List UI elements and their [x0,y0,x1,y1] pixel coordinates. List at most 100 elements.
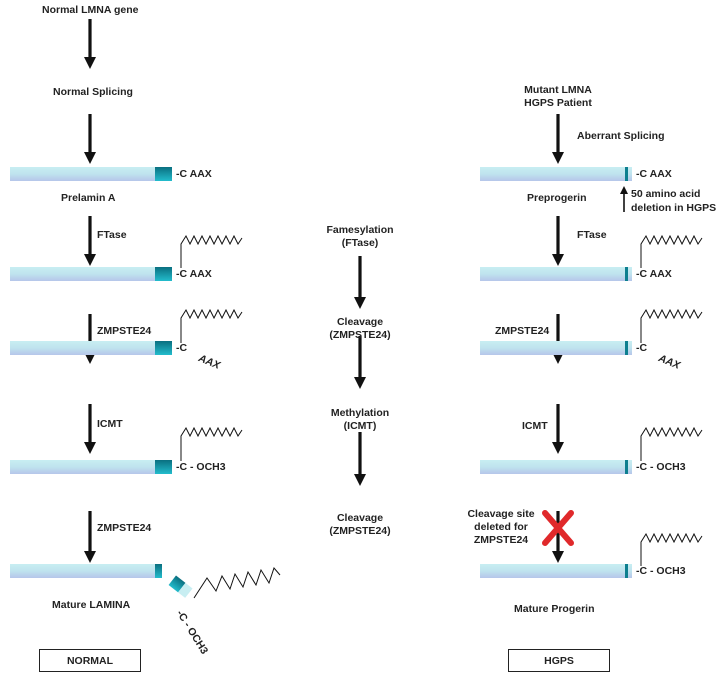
label-mutant-gene-line1: Mutant LMNA [524,84,592,96]
arrow-head [354,474,366,486]
fragment-tail [178,582,193,598]
label-c: -C [176,342,188,354]
farnesyl-chain-icon [180,234,243,268]
caax-cap [155,267,172,281]
farnesyl-chains [180,234,703,599]
mid-step3: Methylation (ICMT) [300,407,420,433]
label-deletion: 50 amino acid deletion in HGPS [631,187,716,215]
mid-step2-line2: (ZMPSTE24) [329,329,391,341]
label-c-och3: -C - OCH3 [176,461,226,473]
label-zmpste24-second: ZMPSTE24 [97,522,152,534]
label-cleavage-deleted-line3: ZMPSTE24 [473,534,529,546]
label-normal-gene: Normal LMNA gene [42,4,139,16]
arrow-head [552,551,564,563]
mid-step1-line2: (FTase) [341,237,379,249]
farnesyl-chain-icon [640,308,703,343]
farnesyl-chain-icon [193,567,281,599]
caax-cap [155,460,172,474]
arrow-head [354,377,366,389]
label-preprogerin: Preprogerin [527,192,587,204]
label-c-och3-right: -C - OCH3 [636,461,686,473]
protein-bar [10,564,162,578]
protein-bar [10,267,172,281]
mid-step4-line2: (ZMPSTE24) [329,525,391,537]
arrow-head [84,442,96,454]
protein-bar [480,460,632,474]
label-caax-right-2: -C AAX [636,268,672,280]
right-arrow-heads [552,152,628,563]
left-protein-bars [10,167,172,578]
mid-step2-line1: Cleavage [336,316,384,328]
label-zmpste24: ZMPSTE24 [97,325,152,337]
cleaved-fragment [168,575,193,598]
label-mature-progerin: Mature Progerin [514,603,595,615]
label-ftase-right: FTase [577,229,607,241]
label-mutant-gene: Mutant LMNA HGPS Patient [508,84,608,110]
protein-bar [10,167,172,181]
farnesyl-chain-icon [640,234,703,268]
arrow-head [84,57,96,69]
deletion-marker [625,341,628,355]
right-protein-bars [480,167,632,578]
label-icmt: ICMT [97,418,123,430]
mid-step3-line2: (ICMT) [343,420,377,432]
label-cleavage-deleted-line1: Cleavage site [467,508,535,520]
blocked-x-icon [542,510,574,546]
deletion-marker [625,267,628,281]
label-cleavage-deleted-line2: deleted for [474,521,528,533]
arrow-head [84,551,96,563]
truncated-cap [155,564,162,578]
arrow-head [620,186,628,194]
protein-bar [480,341,632,355]
protein-bar [480,267,632,281]
mid-step1-line1: Famesylation [326,224,394,236]
label-aberrant-splicing: Aberrant Splicing [577,130,665,142]
label-caax: -C AAX [176,168,212,180]
label-zmpste24-right: ZMPSTE24 [495,325,550,337]
arrow-head [552,254,564,266]
arrow-head [84,152,96,164]
mid-step4: Cleavage (ZMPSTE24) [300,512,420,538]
farnesyl-chain-icon [640,426,703,461]
protein-bar [480,167,632,181]
hgps-label-box: HGPS [508,649,610,672]
normal-label-box: NORMAL [39,649,141,672]
caax-cap [155,341,172,355]
arrow-head [552,442,564,454]
label-cleavage-deleted: Cleavage site deleted for ZMPSTE24 [459,508,543,547]
caax-cap [155,167,172,181]
middle-arrow-heads [354,297,366,486]
protein-bar [480,564,632,578]
label-c-right: -C [636,342,648,354]
mid-step3-line1: Methylation [330,407,390,419]
protein-bar [10,341,172,355]
deletion-marker [625,167,628,181]
label-mature-lamina: Mature LAMINA [52,599,131,611]
mid-step2: Cleavage (ZMPSTE24) [300,316,420,342]
label-deletion-line1: 50 amino acid [631,188,701,200]
label-icmt-right: ICMT [522,420,548,432]
mid-step4-line1: Cleavage [336,512,384,524]
mid-step1: Famesylation (FTase) [300,224,420,250]
label-ftase: FTase [97,229,127,241]
deletion-marker [625,564,628,578]
arrow-head [552,152,564,164]
fragment-cap [168,575,186,593]
label-mutant-gene-line2: HGPS Patient [524,97,592,109]
farnesyl-chain-icon [640,532,703,566]
arrow-head [84,254,96,266]
label-prelamin-a: Prelamin A [61,192,116,204]
farnesyl-chain-icon [180,426,243,461]
x-stroke [542,510,574,546]
label-c-och3-right-2: -C - OCH3 [636,565,686,577]
label-caax: -C AAX [176,268,212,280]
arrow-head [354,297,366,309]
label-deletion-line2: deletion in HGPS [631,202,717,214]
label-normal-splicing: Normal Splicing [53,86,133,98]
deletion-marker [625,460,628,474]
protein-bar [10,460,172,474]
farnesyl-chain-icon [180,308,243,343]
label-caax-right: -C AAX [636,168,672,180]
